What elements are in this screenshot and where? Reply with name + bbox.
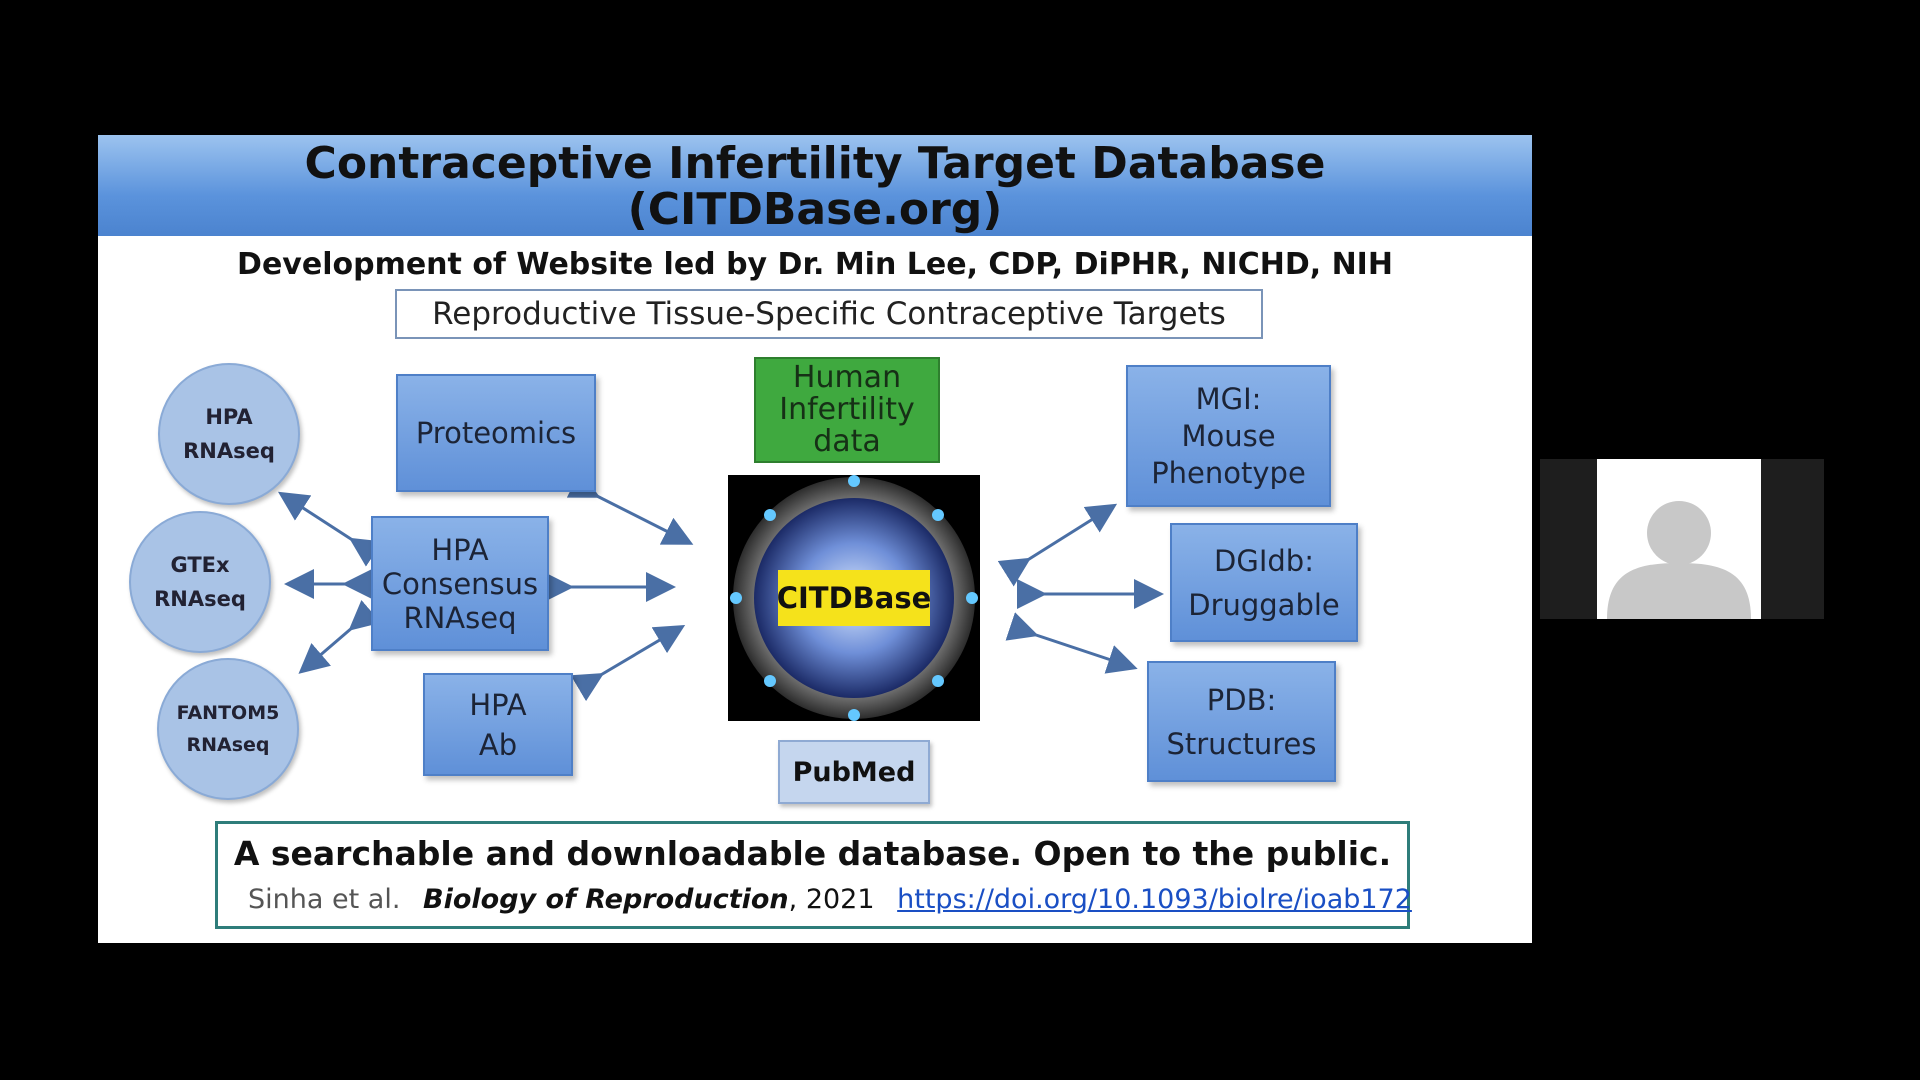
portal-ring-icon: CITDBase	[730, 475, 978, 721]
box-label: Druggable	[1188, 587, 1340, 622]
slide-title-line1: Contraceptive Infertility Target Databas…	[304, 138, 1326, 189]
avatar	[1597, 459, 1761, 619]
proteomics-box: Proteomics	[396, 374, 596, 492]
citation: Sinha et al. Biology of Reproduction, 20…	[248, 884, 1412, 915]
arrow-hpa-circle	[277, 491, 383, 567]
citdbase-hub: CITDBase	[728, 475, 980, 721]
pdb-box: PDB: Structures	[1147, 661, 1336, 782]
slide-title-line2: (CITDBase.org)	[627, 184, 1003, 235]
hub-label: CITDBase	[777, 581, 932, 615]
connector-arrows	[277, 470, 1164, 702]
box-label: MGI:	[1195, 381, 1262, 416]
dgidb-box: DGIdb: Druggable	[1170, 523, 1358, 642]
box-label: Consensus	[381, 566, 539, 601]
targets-tag: Reproductive Tissue-Specific Contracepti…	[395, 289, 1263, 339]
hpa-rnaseq-circle: HPA RNAseq	[158, 363, 300, 505]
circle-label: RNAseq	[186, 734, 270, 756]
user-avatar-icon	[1607, 501, 1751, 619]
citation-authors: Sinha et al.	[248, 884, 401, 915]
citation-year: , 2021	[788, 884, 875, 915]
citation-journal: Biology of Reproduction	[423, 884, 789, 915]
title-bar: Contraceptive Infertility Target Databas…	[98, 135, 1532, 236]
circle-label: GTEx	[170, 553, 230, 577]
arrow-pdb	[1005, 612, 1138, 674]
participant-video-tile[interactable]	[1540, 459, 1824, 619]
arrow-mgi	[997, 503, 1118, 587]
box-label: data	[813, 424, 881, 459]
footer-headline: A searchable and downloadable database. …	[233, 834, 1392, 873]
arrow-fantom-circle	[298, 599, 381, 674]
box-label: Ab	[478, 727, 518, 762]
pubmed-box: PubMed	[778, 740, 930, 804]
box-label: Mouse	[1181, 418, 1276, 453]
box-label: HPA	[469, 687, 527, 722]
arrow-proteomics	[566, 470, 694, 545]
circle-label: FANTOM5	[176, 702, 280, 724]
box-label: Human	[792, 360, 902, 395]
hpa-ab-box: HPA Ab	[423, 673, 573, 776]
box-label: HPA	[431, 532, 489, 567]
box-label: Structures	[1166, 726, 1317, 761]
circle-label: RNAseq	[154, 587, 246, 611]
circle-label: RNAseq	[183, 439, 275, 463]
box-label: Infertility	[779, 392, 915, 427]
arrow-hpa-ab	[570, 624, 686, 702]
box-label: DGIdb:	[1214, 543, 1314, 578]
doi-link[interactable]: https://doi.org/10.1093/biolre/ioab172	[897, 884, 1412, 915]
circle-label: HPA	[205, 405, 253, 429]
box-label: Phenotype	[1151, 455, 1306, 490]
box-label: PDB:	[1206, 682, 1277, 717]
slide-subtitle: Development of Website led by Dr. Min Le…	[237, 247, 1393, 282]
presentation-slide: Contraceptive Infertility Target Databas…	[98, 135, 1532, 943]
footer-box: A searchable and downloadable database. …	[215, 821, 1412, 929]
box-label: RNAseq	[403, 600, 517, 635]
